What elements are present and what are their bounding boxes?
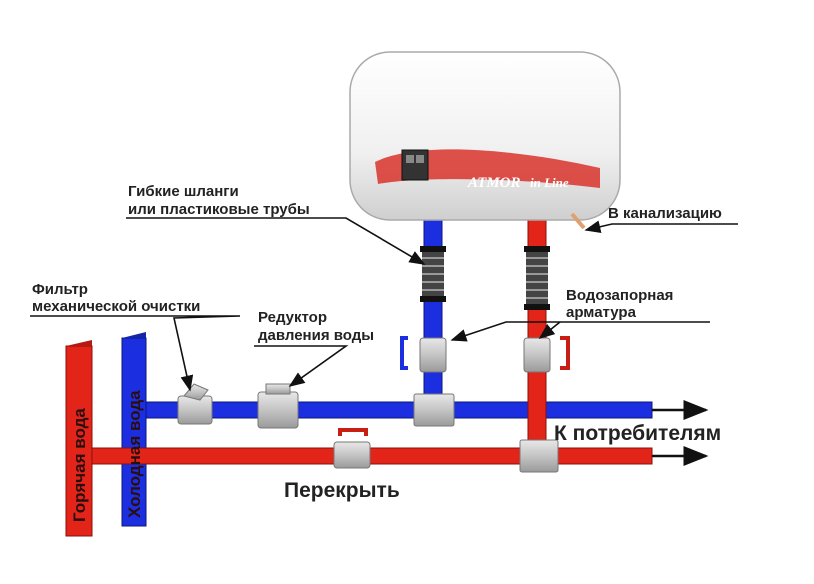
hot-water-riser-top <box>66 340 92 346</box>
label-reducer-line1: Редуктор <box>258 309 327 326</box>
label-reducer-line2: давления воды <box>258 327 374 344</box>
label-hoses-line1: Гибкие шланги <box>128 183 239 200</box>
label-hot-water: Горячая вода <box>70 408 89 522</box>
label-to-consumers: К потребителям <box>554 422 721 445</box>
heater-brand: ATMOR <box>467 175 521 191</box>
label-filter-line2: механической очистки <box>32 298 200 315</box>
leader-drain <box>584 220 738 233</box>
heater-accent-swoosh <box>375 149 600 188</box>
heater-model: in Line <box>530 175 569 190</box>
label-filter-line1: Фильтр <box>32 281 88 298</box>
filter-fitting <box>177 383 213 425</box>
cold-flexible-hose <box>420 246 446 302</box>
leader-valves-cold <box>450 321 710 342</box>
pressure-reducer-fitting <box>257 383 299 429</box>
hot-tee-fitting <box>519 439 559 473</box>
leader-lines <box>30 217 738 392</box>
label-shutoff: Перекрыть <box>284 479 400 502</box>
label-hoses-line2: или пластиковые трубы <box>128 201 310 218</box>
leader-valves-hot <box>538 321 561 339</box>
leader-reducer <box>254 345 349 387</box>
leader-filter <box>30 315 241 392</box>
hot-water-main-pipe <box>91 447 653 465</box>
label-cold-water: Холодная вода <box>125 390 144 518</box>
cold-water-riser <box>121 337 147 527</box>
heater-control-panel <box>401 149 429 181</box>
label-valves-line1: Водозапорная <box>566 287 673 304</box>
cold-tee-fitting <box>413 393 455 427</box>
label-valves-line2: арматура <box>566 304 637 321</box>
drain-tube <box>570 212 586 230</box>
hot-shutoff-valve <box>523 336 570 373</box>
hot-water-riser <box>65 345 93 537</box>
label-drain: В канализацию <box>608 205 722 222</box>
cold-water-main-pipe <box>145 401 653 419</box>
cold-shutoff-valve <box>400 336 447 373</box>
cold-water-riser-top <box>122 332 146 338</box>
water-heater: ATMOR in Line <box>349 51 621 221</box>
bypass-shutoff-valve <box>333 428 371 469</box>
leader-hoses <box>126 217 426 265</box>
hot-flexible-hose <box>524 246 550 310</box>
